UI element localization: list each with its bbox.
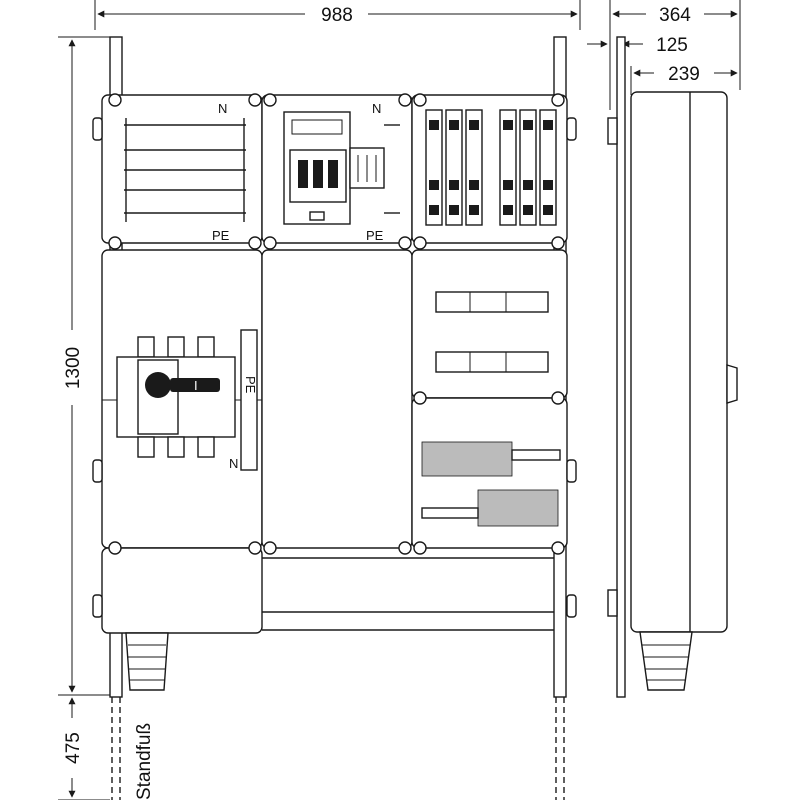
terminal-strip-upper: [421, 441, 561, 477]
foot-dimension-label: 475: [63, 732, 84, 764]
fuse-base-5: [519, 109, 537, 226]
fuse-base-6: [539, 109, 557, 226]
fuse-bases: [425, 109, 557, 226]
side-handle: [726, 364, 738, 404]
fuse-switch-unit: N PE: [283, 101, 400, 243]
busbar-block-left: N PE: [124, 101, 246, 243]
side-view: [607, 36, 738, 698]
dimension-height-1300: 1300: [58, 36, 110, 696]
side-housing: [630, 91, 728, 633]
dimension-foot-475: 475: [58, 697, 110, 800]
fuse-base-3: [465, 109, 483, 226]
bottom-module: [101, 547, 554, 691]
dimension-depth-364: 364: [609, 0, 741, 110]
side-cable-gland: [639, 631, 693, 691]
n-label-switch: N: [229, 456, 238, 471]
switch-position-mark: I: [194, 378, 198, 393]
height-dimension-label: 1300: [63, 347, 84, 389]
pe-label-middle: PE: [366, 228, 384, 243]
pe-label-switch: PE: [243, 376, 258, 394]
side-clips: [92, 117, 577, 618]
standfuss-label: Standfuß: [134, 723, 155, 800]
fixing-circles: [108, 93, 565, 555]
n-label-left: N: [218, 101, 227, 116]
fuse-base-1: [425, 109, 443, 226]
body-depth-dimension-label: 239: [668, 64, 700, 85]
side-post: [616, 36, 626, 698]
top-row-modules: N PE N PE: [101, 94, 568, 244]
middle-modules: I PE N: [101, 249, 568, 549]
depth-dimension-label: 364: [659, 5, 691, 26]
main-load-switch: I PE N: [116, 329, 258, 471]
fuse-base-2: [445, 109, 463, 226]
breaker-row-2: [435, 351, 549, 373]
dimension-depth-239: 239: [630, 64, 738, 95]
cable-gland: [125, 632, 169, 691]
breaker-row-1: [435, 291, 549, 313]
n-label-middle: N: [372, 101, 381, 116]
fuse-base-4: [499, 109, 517, 226]
pe-label-left: PE: [212, 228, 230, 243]
dimension-width-988: 988: [94, 0, 581, 30]
width-dimension-label: 988: [321, 5, 353, 26]
terminal-strip-lower: [421, 489, 559, 527]
front-depth-dimension-label: 125: [656, 35, 688, 56]
